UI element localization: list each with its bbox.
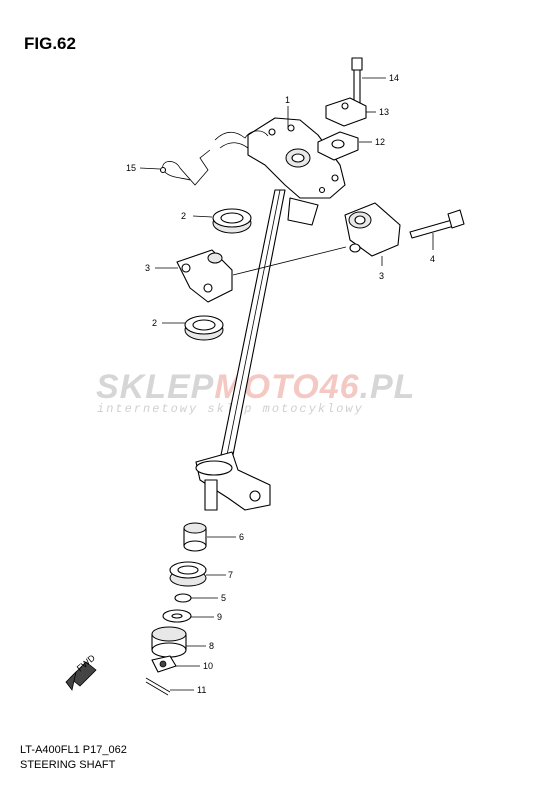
callout-8: 8 [209,641,214,651]
callout-11: 11 [197,685,206,695]
footer-part-name: STEERING SHAFT [20,759,116,771]
watermark-brand-part3: .PL [359,368,416,406]
callout-9: 9 [217,612,222,622]
callout-12: 12 [375,137,385,147]
part-2-dust-seal-lower[interactable] [184,315,224,341]
callout-15: 15 [126,163,136,173]
part-5-o-ring[interactable] [174,593,192,603]
callout-7: 7 [228,570,233,580]
part-3-shaft-holder-right[interactable] [344,202,401,257]
callout-5: 5 [221,593,226,603]
part-9-washer[interactable] [162,609,192,623]
callout-1: 1 [285,95,290,105]
forward-arrow-icon [65,661,97,691]
part-4-holder-bolt[interactable] [409,209,465,239]
callout-4: 4 [430,254,435,264]
callout-13: 13 [379,107,389,117]
callout-2-lower: 2 [152,318,157,328]
part-7-bearing[interactable] [169,561,207,587]
steering-shaft-lower-end [195,451,271,511]
figure-title: FIG.62 [24,34,76,53]
callout-6: 6 [239,532,244,542]
callout-2-upper: 2 [181,211,186,221]
part-10-nut[interactable] [151,655,177,673]
callout-14: 14 [389,73,399,83]
callout-10: 10 [203,661,213,671]
part-8-seal[interactable] [151,626,187,658]
part-13-upper-clamp[interactable] [325,97,367,127]
part-12-lower-clamp[interactable] [317,131,359,161]
callout-3-right: 3 [379,271,384,281]
part-2-dust-seal-upper[interactable] [212,208,252,234]
leader-lines [139,77,434,691]
callout-3-left: 3 [145,263,150,273]
footer-model-code: LT-A400FL1 P17_062 [20,744,127,756]
part-15-spring-clip[interactable] [159,149,211,186]
part-14-clamp-bolt[interactable] [351,57,363,107]
watermark-tagline: internetowy sklep motocyklowy [97,402,364,416]
part-6-bushing[interactable] [183,522,207,552]
part-3-shaft-holder-left[interactable] [176,249,233,303]
part-11-cotter-pin[interactable] [145,677,171,696]
part-1-upper-bracket[interactable] [214,117,346,226]
watermark-brand-part1: SKLEP [96,368,215,406]
